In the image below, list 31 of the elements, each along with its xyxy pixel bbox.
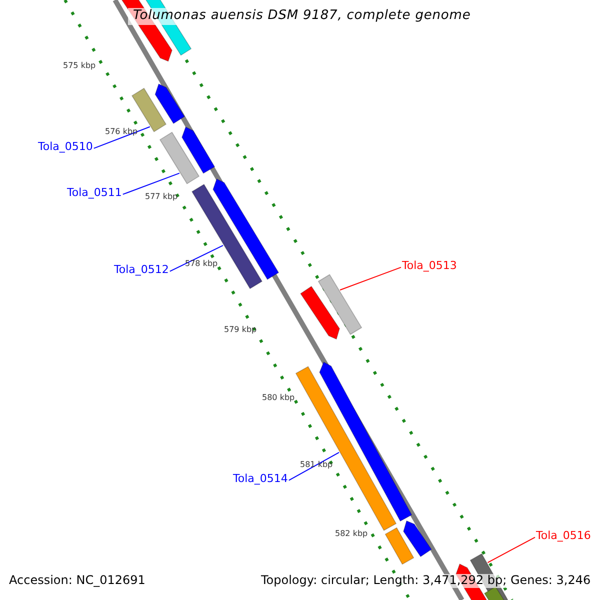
gene-feature xyxy=(318,274,362,335)
leader-line xyxy=(169,244,224,272)
gene-feature xyxy=(319,362,412,522)
gene-feature xyxy=(384,527,414,565)
gene-label: Tola_0510 xyxy=(38,141,93,154)
scale-label: 577 kbp xyxy=(145,192,178,202)
gene-feature xyxy=(295,366,397,531)
leader-line xyxy=(288,452,340,481)
gene-label: Tola_0512 xyxy=(114,264,169,277)
leader-line xyxy=(93,126,150,149)
scale-label: 582 kbp xyxy=(335,529,368,538)
scale-label: 581 kbp xyxy=(300,460,333,470)
gene-feature xyxy=(182,126,216,174)
scale-label: 578 kbp xyxy=(185,259,218,268)
leader-line xyxy=(122,172,180,195)
gene-feature xyxy=(484,586,506,600)
scale-label: 576 kbp xyxy=(105,127,138,136)
scale-label: 579 kbp xyxy=(224,325,257,334)
gene-feature xyxy=(403,520,432,558)
scale-label: 575 kbp xyxy=(63,61,96,70)
leader-line xyxy=(340,266,402,291)
gene-feature xyxy=(300,286,340,340)
gene-label: Tola_0514 xyxy=(233,473,288,486)
gene-label: Tola_0516 xyxy=(536,530,591,543)
gene-feature xyxy=(159,132,200,184)
summary-text: Topology: circular; Length: 3,471,292 bp; Genes: 3,246 xyxy=(261,574,591,588)
accession-text: Accession: NC_012691 xyxy=(9,574,146,588)
gene-feature xyxy=(154,83,186,124)
leader-line xyxy=(487,536,536,563)
gene-label: Tola_0513 xyxy=(402,260,457,273)
gene-label: Tola_0511 xyxy=(67,187,122,200)
